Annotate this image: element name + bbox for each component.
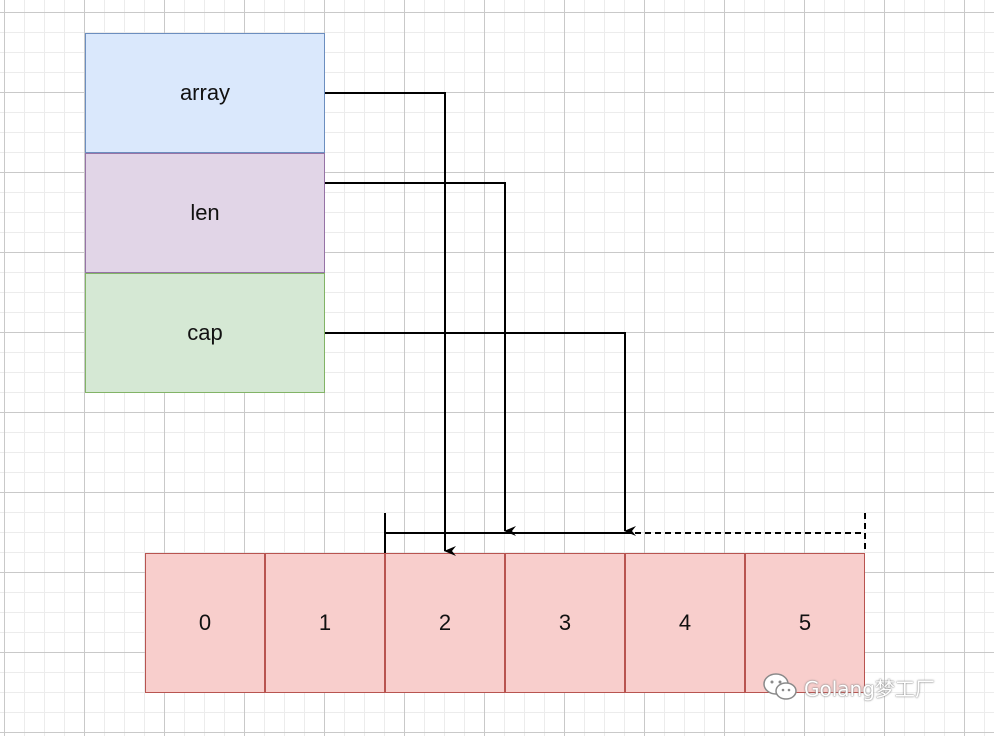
array-cell-0-label: 0 bbox=[198, 610, 212, 635]
cap-pointer-arrow bbox=[325, 332, 636, 536]
slice-field-len-label: len bbox=[190, 200, 220, 225]
array-cell-1: 1 bbox=[265, 553, 385, 693]
len-pointer-arrow bbox=[325, 182, 516, 536]
array-cell-2: 2 bbox=[385, 553, 505, 693]
watermark-text: Golang梦工厂 bbox=[804, 676, 935, 701]
array-cell-4-label: 4 bbox=[678, 610, 692, 635]
array-pointer-arrow bbox=[325, 92, 456, 556]
array-cell-4: 4 bbox=[625, 553, 745, 693]
array-cell-2-label: 2 bbox=[438, 610, 452, 635]
array-cell-5-label: 5 bbox=[798, 610, 812, 635]
slice-field-len: len bbox=[85, 153, 325, 273]
watermark: Golang梦工厂 bbox=[762, 672, 935, 702]
array-cell-0: 0 bbox=[145, 553, 265, 693]
array-cell-3-label: 3 bbox=[558, 610, 572, 635]
slice-field-array-label: array bbox=[179, 80, 231, 105]
wechat-icon bbox=[763, 673, 797, 700]
slice-field-cap: cap bbox=[85, 273, 325, 393]
array-cell-5: 5 bbox=[745, 553, 865, 693]
slice-field-array: array bbox=[85, 33, 325, 153]
array-cell-3: 3 bbox=[505, 553, 625, 693]
array-cell-1-label: 1 bbox=[318, 610, 332, 635]
slice-field-cap-label: cap bbox=[187, 320, 223, 345]
